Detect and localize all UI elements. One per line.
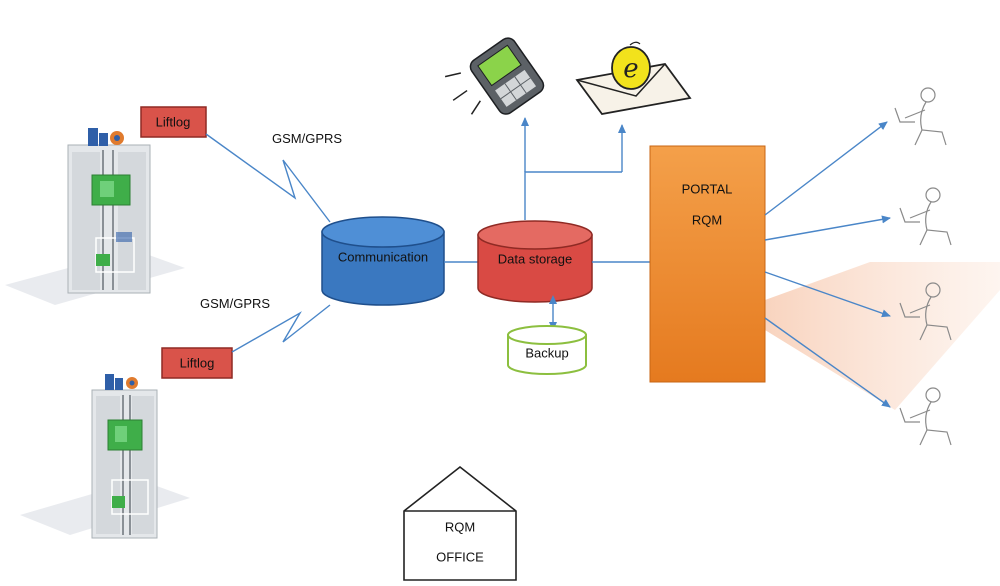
office-rqm-label: RQM	[444, 519, 476, 535]
top-elevator-icon	[5, 128, 185, 305]
communication-cylinder	[321, 216, 445, 306]
portal-rqm-label: RQM	[691, 212, 723, 228]
gsm-label-top: GSM/GPRS	[272, 131, 343, 146]
link-storage-notifications	[524, 171, 622, 220]
gsm-link-top	[205, 133, 331, 223]
liftlog-label-bottom: Liftlog	[179, 355, 215, 371]
portal-label: PORTAL	[681, 181, 733, 197]
link-portal-user-3	[764, 271, 891, 318]
link-portal-user-2	[764, 215, 891, 241]
link-portal-user-4	[764, 317, 891, 408]
data-storage-cylinder	[477, 220, 593, 303]
data-storage-label: Data storage	[497, 251, 573, 267]
gsm-link-bottom	[231, 304, 331, 353]
office-label: OFFICE	[436, 549, 484, 565]
svg-text:e: e	[623, 54, 638, 84]
communication-label: Communication	[337, 249, 429, 265]
portal-box	[649, 145, 766, 383]
person-at-laptop-icon	[894, 87, 952, 446]
bottom-elevator-icon	[20, 374, 190, 539]
mobile-phone-icon	[444, 37, 545, 115]
liftlog-box-top	[140, 106, 207, 138]
gsm-label-bottom: GSM/GPRS	[200, 296, 271, 311]
portal-fan-shadow	[765, 262, 1000, 410]
house-icon	[403, 465, 517, 581]
backup-label: Backup	[525, 345, 569, 361]
link-portal-user-1	[764, 121, 888, 216]
email-icon: e	[575, 41, 692, 115]
liftlog-box-bottom	[161, 347, 233, 379]
liftlog-label-top: Liftlog	[155, 114, 191, 130]
backup-cylinder	[507, 325, 587, 375]
